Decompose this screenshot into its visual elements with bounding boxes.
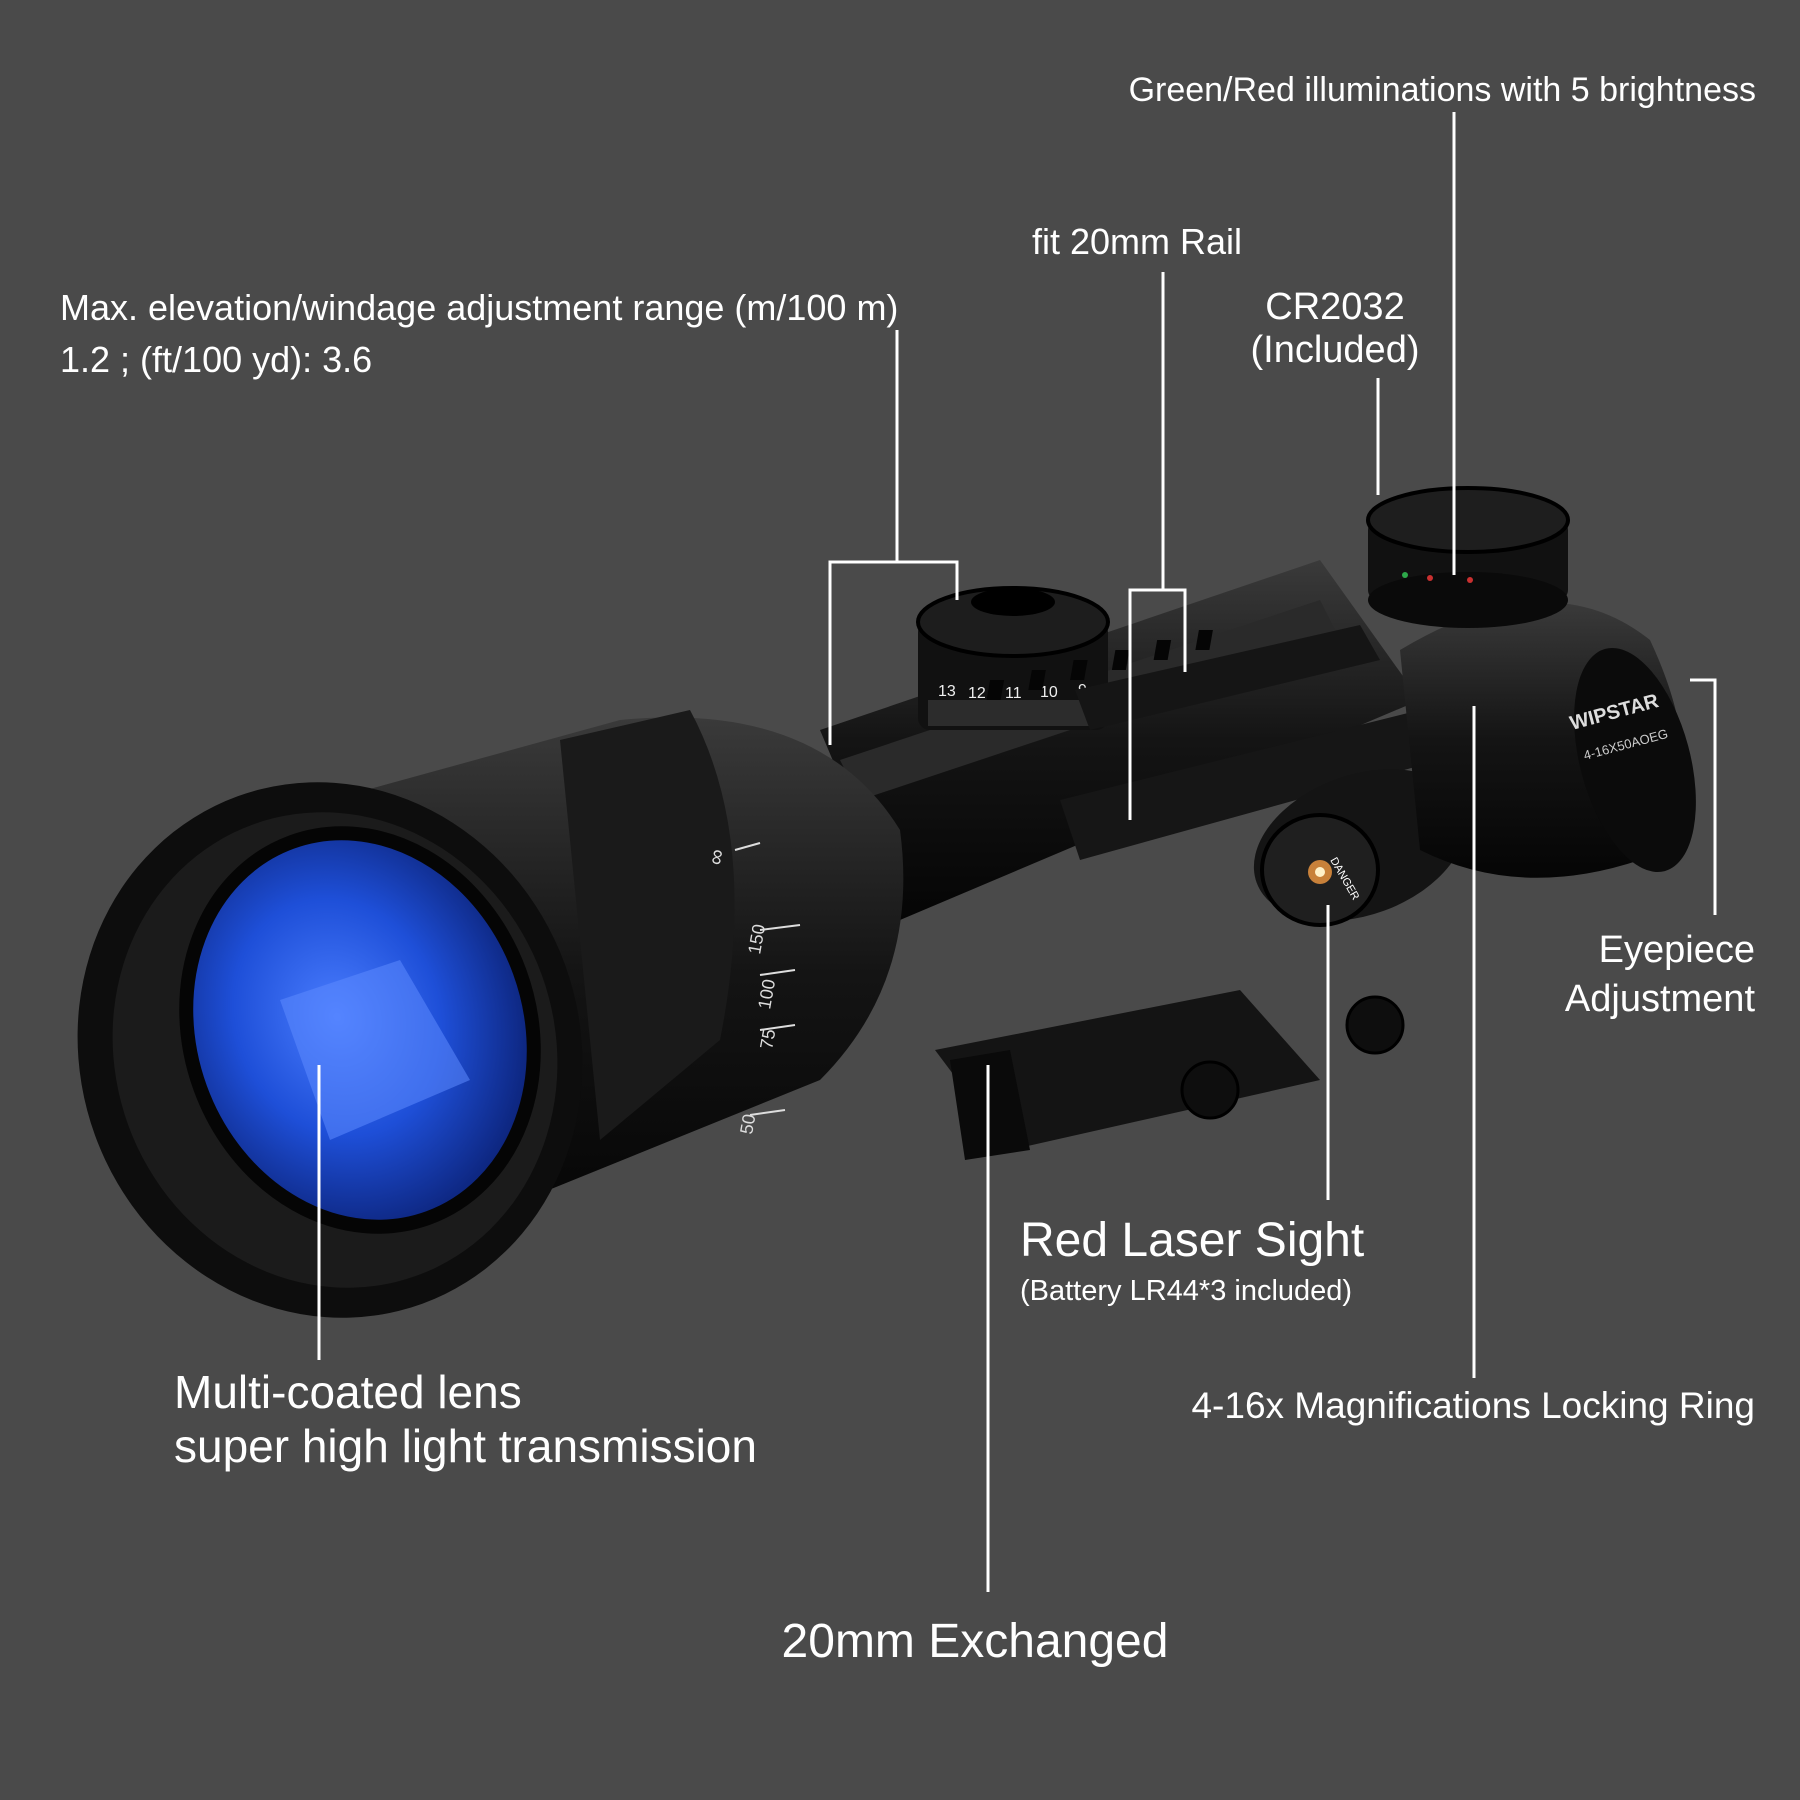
laser-title: Red Laser Sight [1020,1214,1365,1267]
parallax-mark-50: 50 [736,1112,759,1135]
leader-line-rail [1128,272,1165,820]
top-picatinny-rail [986,625,1380,730]
callout-leader-lines [317,112,1717,1592]
mount-callout: 20mm Exchanged [770,1613,1180,1671]
lens-label-line1: Multi-coated lens [174,1366,522,1418]
leader-line-rail-2 [1163,588,1187,672]
leader-line-adjustment [828,330,899,745]
locking-ring-label: 4-16x Magnifications Locking Ring [1191,1385,1755,1426]
locking-ring-callout: 4-16x Magnifications Locking Ring [1100,1384,1755,1428]
leader-line-adjustment-2 [897,560,959,600]
eyepiece-callout: Eyepiece Adjustment [1500,926,1755,1023]
illumination-knob [1366,486,1570,628]
illumination-label: Green/Red illuminations with 5 brightnes… [1128,71,1756,109]
mount-label: 20mm Exchanged [781,1615,1169,1668]
turret-number-13: 13 [938,683,956,700]
rail-callout: fit 20mm Rail [1032,220,1242,263]
turret-number-11: 11 [1005,685,1022,702]
laser-callout: Red Laser Sight (Battery LR44*3 included… [1020,1212,1364,1308]
adjustment-label-line1: Max. elevation/windage adjustment range … [60,287,899,328]
laser-subtitle: (Battery LR44*3 included) [1020,1274,1353,1307]
side-rail [1060,710,1440,860]
elevation-turret [916,586,1110,730]
battery-callout: CR2032 (Included) [1225,286,1445,371]
illumination-callout: Green/Red illuminations with 5 brightnes… [980,70,1756,111]
parallax-scale [734,842,801,1116]
red-laser-sight [1253,769,1467,927]
battery-label-line2: (Included) [1250,328,1420,371]
adjustment-label-line2: 1.2 ; (ft/100 yd): 3.6 [60,339,373,381]
turret-number-10: 10 [1040,684,1058,701]
adjustment-callout: Max. elevation/windage adjustment range … [60,282,898,386]
multi-coated-lens [77,782,583,1318]
lens-label-line2: super high light transmission [174,1419,757,1472]
eyepiece [1400,602,1696,878]
lens-callout: Multi-coated lens super high light trans… [174,1366,757,1474]
eyepiece-label-line2: Adjustment [1564,977,1755,1020]
turret-number-12: 12 [968,685,986,702]
rail-mount [935,990,1405,1160]
battery-label-line1: CR2032 [1265,286,1405,328]
parallax-mark-infinity: ∞ [702,847,729,867]
eyepiece-label-line1: Eyepiece [1598,929,1755,971]
leader-line-eyepiece [1690,678,1717,915]
parallax-mark-75: 75 [756,1027,779,1050]
rail-label: fit 20mm Rail [1032,221,1243,262]
